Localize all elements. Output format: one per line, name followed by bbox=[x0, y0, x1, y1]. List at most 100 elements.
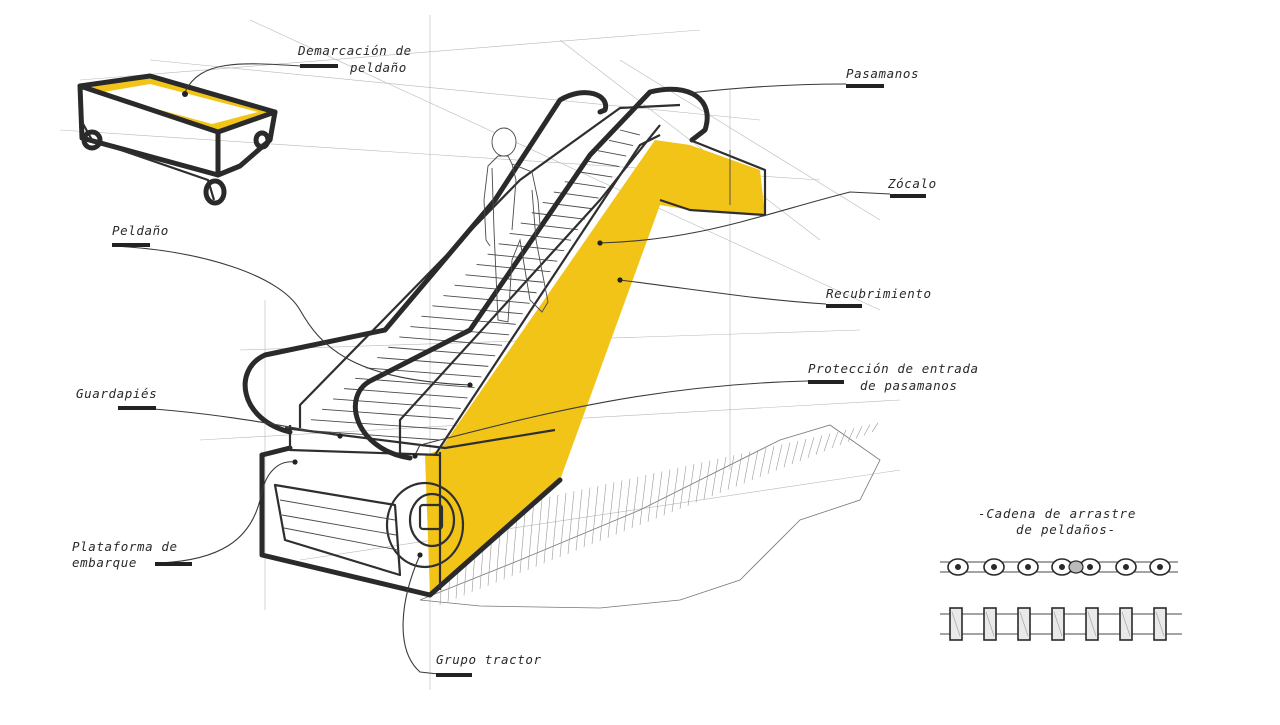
shadow-hatch-line bbox=[759, 447, 767, 478]
shadow-hatch-line bbox=[839, 429, 847, 446]
shadow-hatch-line bbox=[559, 492, 567, 558]
shadow-hatch-line bbox=[711, 458, 719, 497]
shadow-hatch-line bbox=[671, 467, 679, 513]
shadow-hatch-line bbox=[831, 431, 839, 449]
chain-pin bbox=[1087, 564, 1093, 570]
step-edge bbox=[575, 170, 613, 178]
shadow-hatch-line bbox=[607, 482, 615, 538]
chain-detail bbox=[940, 558, 1182, 641]
shadow-hatch-line bbox=[679, 465, 687, 510]
step-edge bbox=[421, 315, 516, 325]
step-edge bbox=[619, 129, 641, 136]
step-edge bbox=[498, 243, 565, 252]
shadow-hatch-line bbox=[639, 474, 647, 526]
chain-pin bbox=[955, 564, 961, 570]
passenger-figure bbox=[483, 127, 549, 323]
label-proteccion-line1: Protección de entrada bbox=[808, 361, 979, 376]
shadow-hatch-line bbox=[583, 487, 591, 548]
chain-title-line1: -Cadena de arrastre bbox=[978, 506, 1136, 521]
shadow-hatch-line bbox=[575, 489, 583, 551]
step-edge bbox=[410, 326, 510, 336]
label-plataforma-line1: Plataforma de bbox=[72, 539, 178, 554]
callout-plataforma: Plataforma de embarque bbox=[72, 459, 298, 570]
shadow-hatch-line bbox=[703, 460, 711, 500]
shadow-hatch-line bbox=[551, 494, 559, 561]
step-detail bbox=[77, 73, 278, 206]
yellow-covering bbox=[425, 140, 765, 595]
shadow-hatch-line bbox=[871, 422, 879, 433]
step-edge bbox=[322, 408, 454, 420]
shadow-hatch-line bbox=[623, 478, 631, 532]
chain-pin bbox=[1123, 564, 1129, 570]
step-edge bbox=[366, 367, 482, 378]
step-edge bbox=[377, 357, 489, 367]
balustrade bbox=[298, 103, 681, 456]
shadow-hatch-line bbox=[855, 426, 863, 439]
shadow-hatch-line bbox=[543, 496, 551, 564]
shadow-hatch-line bbox=[631, 476, 639, 529]
callout-pasamanos: Pasamanos bbox=[689, 66, 919, 94]
shadow-hatch-line bbox=[815, 435, 823, 455]
shadow-hatch-line bbox=[791, 440, 799, 465]
step-edge bbox=[542, 201, 592, 210]
shadow-hatch-line bbox=[687, 464, 695, 506]
shadow-hatch-line bbox=[719, 456, 727, 494]
drive-group bbox=[273, 481, 465, 577]
shadow-hatch-line bbox=[527, 500, 535, 570]
shadow-hatch-line bbox=[727, 455, 735, 490]
shadow-hatch-line bbox=[695, 462, 703, 503]
step-edge bbox=[520, 222, 578, 231]
chain-pin bbox=[1059, 564, 1065, 570]
chain-pin bbox=[991, 564, 997, 570]
label-grupo-tractor: Grupo tractor bbox=[436, 652, 542, 667]
handrail-right bbox=[353, 86, 710, 461]
callout-recubrimiento: Recubrimiento bbox=[617, 277, 931, 308]
shadow-hatch-line bbox=[783, 442, 791, 468]
chain-title-line2: de peldaños- bbox=[1016, 522, 1116, 537]
shadow-hatch-line bbox=[847, 428, 855, 442]
callout-zocalo: Zócalo bbox=[597, 176, 936, 246]
label-plataforma-line2: embarque bbox=[72, 555, 137, 570]
callout-proteccion: Protección de entrada de pasamanos bbox=[412, 361, 978, 459]
step-edge bbox=[597, 150, 627, 157]
label-zocalo: Zócalo bbox=[887, 176, 937, 191]
shadow-hatch-line bbox=[647, 473, 655, 522]
label-demarcacion-line1: Demarcación de bbox=[297, 43, 412, 58]
shadow-hatch-line bbox=[751, 449, 759, 481]
shadow-hatch-line bbox=[591, 485, 599, 545]
callout-grupo-tractor: Grupo tractor bbox=[402, 552, 542, 677]
shadow-hatch-line bbox=[863, 424, 871, 436]
shadow-hatch-line bbox=[807, 437, 815, 458]
shadow-hatch-line bbox=[655, 471, 663, 519]
step-edge bbox=[443, 295, 530, 304]
callout-guardapies: Guardapiés bbox=[76, 386, 343, 439]
label-peldano: Peldaño bbox=[112, 223, 169, 238]
shadow-hatch-line bbox=[599, 483, 607, 542]
step-edge bbox=[509, 233, 572, 241]
shadow-hatch-line bbox=[823, 433, 831, 452]
step-edge bbox=[531, 212, 585, 220]
shadow-hatch-line bbox=[663, 469, 671, 516]
step-edge bbox=[333, 398, 461, 409]
shadow-hatch-line bbox=[615, 480, 623, 535]
step-edge bbox=[586, 160, 620, 167]
shadow-hatch-line bbox=[743, 451, 751, 484]
callout-peldano: Peldaño bbox=[111, 223, 473, 388]
shadow-hatch-line bbox=[767, 446, 775, 474]
shadow-hatch-line bbox=[775, 444, 783, 471]
step-edge bbox=[311, 419, 447, 430]
label-pasamanos: Pasamanos bbox=[846, 66, 919, 81]
shadow-hatch-line bbox=[799, 438, 807, 462]
label-proteccion-line2: de pasamanos bbox=[860, 378, 958, 393]
step-edge bbox=[299, 429, 441, 441]
shadow-hatch-line bbox=[535, 498, 543, 567]
step-edge bbox=[388, 346, 496, 357]
step-edge bbox=[608, 139, 634, 146]
step-edge bbox=[344, 388, 468, 399]
step-edge bbox=[432, 305, 523, 315]
chain-pin bbox=[1157, 564, 1163, 570]
label-guardapies: Guardapiés bbox=[76, 386, 157, 401]
label-demarcacion-line2: peldaño bbox=[349, 60, 407, 75]
